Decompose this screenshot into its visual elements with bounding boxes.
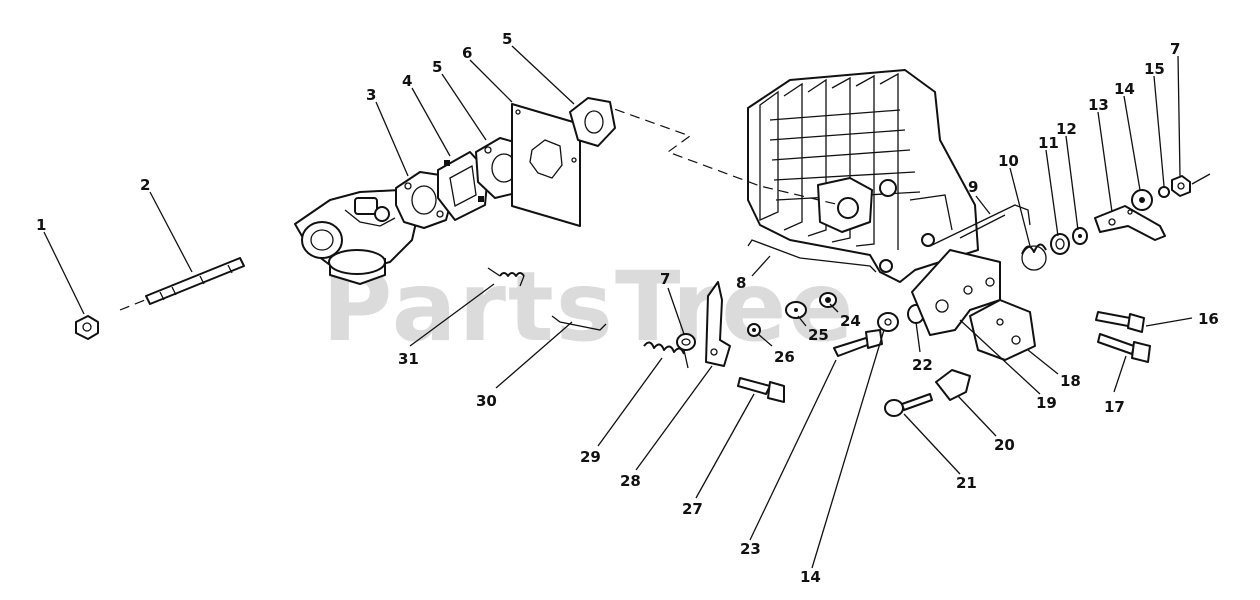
leader-lines [43, 45, 1193, 569]
callout-5-right: 5 [502, 30, 512, 48]
part-5-gasket-right[interactable] [569, 97, 616, 147]
callout-30: 30 [476, 392, 497, 410]
part-12-washer[interactable] [1072, 227, 1088, 245]
part-15-clip[interactable] [1158, 186, 1170, 198]
callout-9: 9 [968, 178, 978, 196]
alignment-line-top [599, 103, 841, 206]
callout-15: 15 [1144, 60, 1165, 78]
callout-11: 11 [1038, 134, 1059, 152]
callout-20: 20 [994, 436, 1015, 454]
part-23-bolt[interactable] [833, 329, 883, 357]
part-11-bushing[interactable] [1050, 233, 1070, 255]
part-17-bolt[interactable] [1097, 333, 1151, 363]
callout-1: 1 [36, 216, 46, 234]
part-14-washer-upper[interactable] [1131, 189, 1153, 211]
callout-4: 4 [402, 72, 412, 90]
shaft-end-line [1191, 173, 1211, 185]
callout-12: 12 [1056, 120, 1077, 138]
callout-16: 16 [1198, 310, 1219, 328]
callout-3: 3 [366, 86, 376, 104]
callout-6: 6 [462, 44, 472, 62]
part-8-link-rod[interactable] [747, 239, 877, 273]
part-1-nut[interactable] [75, 315, 99, 340]
callout-25: 25 [808, 326, 829, 344]
part-28-lever[interactable] [705, 281, 731, 367]
callout-5-left: 5 [432, 58, 442, 76]
part-6-plate[interactable] [511, 103, 581, 227]
callout-2: 2 [140, 176, 150, 194]
carburetor-body[interactable] [294, 189, 421, 285]
part-25-washer[interactable] [785, 301, 807, 319]
part-20-clamp[interactable] [935, 369, 971, 401]
part-31-spring[interactable] [487, 267, 525, 287]
callout-18: 18 [1060, 372, 1081, 390]
callout-31: 31 [398, 350, 419, 368]
callout-labels: 1 2 3 4 5 6 5 7 7 8 9 10 11 12 13 14 15 … [36, 30, 1219, 586]
part-13-lever[interactable] [1094, 205, 1166, 241]
callout-10: 10 [998, 152, 1019, 170]
callout-21: 21 [956, 474, 977, 492]
part-29-spring[interactable] [643, 341, 689, 369]
callout-14-lower: 14 [800, 568, 821, 586]
callout-8: 8 [736, 274, 746, 292]
callout-24: 24 [840, 312, 861, 330]
callout-7-left: 7 [660, 270, 670, 288]
callout-27: 27 [682, 500, 703, 518]
part-7-nut-left[interactable] [676, 333, 696, 351]
callout-23: 23 [740, 540, 761, 558]
part-21-screw[interactable] [884, 393, 933, 417]
part-26-washer[interactable] [747, 323, 761, 337]
callout-22: 22 [912, 356, 933, 374]
callout-29: 29 [580, 448, 601, 466]
alignment-line-shaft [119, 297, 151, 311]
callout-7-right: 7 [1170, 40, 1180, 58]
part-19-bracket[interactable] [911, 249, 1001, 336]
part-7-nut-right[interactable] [1171, 175, 1191, 197]
part-4-spacer[interactable] [437, 151, 489, 221]
part-18-control-plate[interactable] [969, 299, 1036, 361]
part-14-washer-lower[interactable] [877, 312, 899, 332]
part-10-spring[interactable] [1021, 243, 1047, 271]
callout-28: 28 [620, 472, 641, 490]
engine-cylinder-block [747, 69, 979, 283]
watermark-text: PartsTree [322, 251, 855, 363]
callout-19: 19 [1036, 394, 1057, 412]
part-24-nut[interactable] [819, 292, 837, 308]
part-9-control-wire[interactable] [929, 204, 1031, 247]
callout-14-upper: 14 [1114, 80, 1135, 98]
part-27-bolt[interactable] [737, 377, 785, 403]
part-30-link-rod[interactable] [551, 315, 607, 331]
part-2-stud[interactable] [145, 257, 245, 305]
callout-13: 13 [1088, 96, 1109, 114]
part-16-bolt[interactable] [1095, 311, 1145, 333]
callout-17: 17 [1104, 398, 1125, 416]
callout-26: 26 [774, 348, 795, 366]
